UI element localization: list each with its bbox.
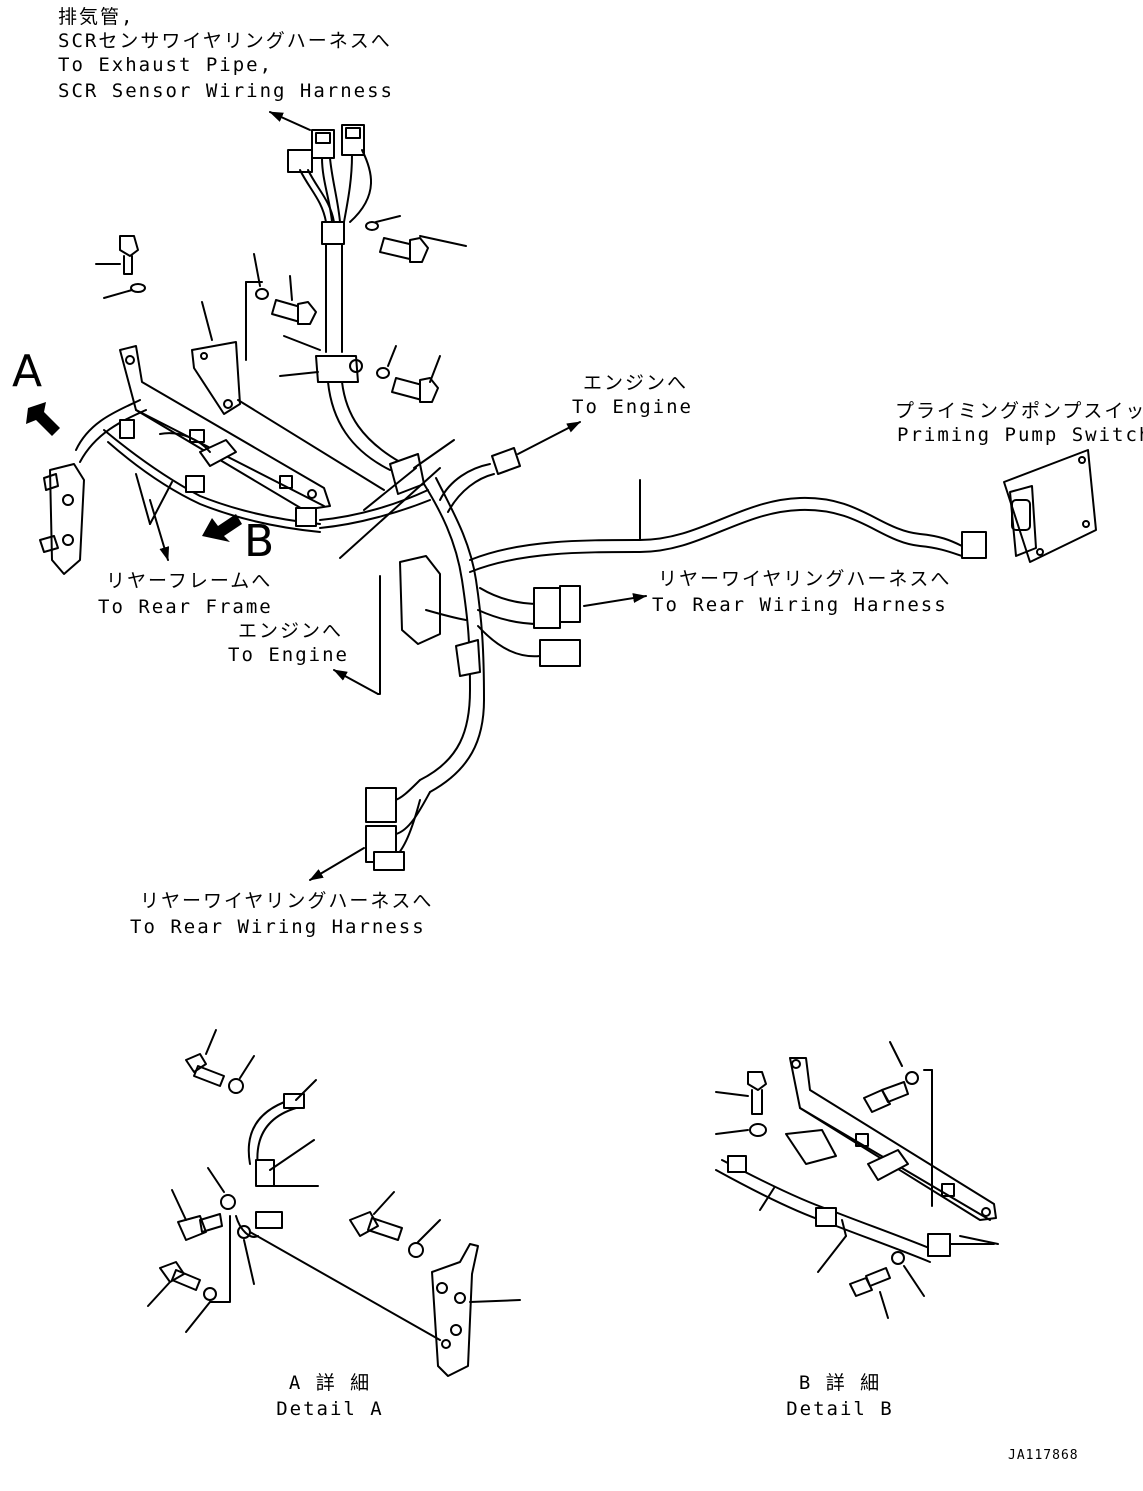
rear-harness-bottom-label-jp: リヤーワイヤリングハーネスへ <box>140 890 434 912</box>
exhaust-arrow <box>269 111 311 131</box>
detail-a-title-en: Detail A <box>276 1398 384 1420</box>
rear-frame-bracket <box>119 281 385 511</box>
exhaust-label-en-2: SCR Sensor Wiring Harness <box>58 80 394 102</box>
vertical-trunk <box>315 221 401 471</box>
rear-harness-connectors-bottom <box>309 779 431 881</box>
detail-b-drawing <box>715 1041 999 1319</box>
detail-b-title-jp: B 詳 細 <box>798 1372 882 1394</box>
detail-b-title-en: Detail B <box>786 1398 894 1420</box>
scr-sensor-connectors <box>287 124 372 223</box>
engine-lower-label-en: To Engine <box>228 644 349 666</box>
rear-harness-right-label-en: To Rear Wiring Harness <box>652 594 948 616</box>
priming-pump-label-en: Priming Pump Switch <box>897 424 1143 446</box>
lower-engine-clamp <box>333 555 481 695</box>
rear-harness-bottom-label-en: To Rear Wiring Harness <box>130 916 426 938</box>
rear-frame-label-en: To Rear Frame <box>98 596 273 618</box>
rear-harness-connectors-right <box>477 585 647 667</box>
engine-upper-label-jp: エンジンへ <box>583 372 689 394</box>
view-a-label: A <box>12 346 43 397</box>
exhaust-label-jp-2: SCRセンサワイヤリングハーネスへ <box>58 30 392 52</box>
engine-lower-label-jp: エンジンへ <box>238 620 344 642</box>
view-a-arrow <box>26 402 60 436</box>
view-b-arrow <box>202 514 242 542</box>
detail-a-drawing <box>147 1029 521 1377</box>
detail-a-title-jp: A 詳 細 <box>288 1372 372 1394</box>
rear-harness-right-label-jp: リヤーワイヤリングハーネスへ <box>658 568 952 590</box>
upper-fasteners <box>95 215 467 403</box>
main-harness-assembly <box>26 111 1097 881</box>
left-bracket <box>39 399 321 575</box>
view-b-label: B <box>244 516 275 567</box>
engine-upper-label-en: To Engine <box>572 396 693 418</box>
priming-pump-connector <box>961 531 987 559</box>
rear-frame-arrow <box>149 499 170 561</box>
upper-engine-connector <box>439 421 581 513</box>
priming-pump-switch <box>1003 449 1097 563</box>
priming-pump-label-jp: プライミングポンプスイッチ <box>895 400 1143 422</box>
exhaust-label-jp-1: 排気管, <box>58 6 135 28</box>
drawing-code: JA117868 <box>1008 1448 1079 1463</box>
view-arrows <box>26 402 242 542</box>
rear-frame-label-jp: リヤーフレームへ <box>106 570 273 592</box>
priming-pump-wire <box>469 496 963 561</box>
exhaust-label-en-1: To Exhaust Pipe, <box>58 54 274 76</box>
